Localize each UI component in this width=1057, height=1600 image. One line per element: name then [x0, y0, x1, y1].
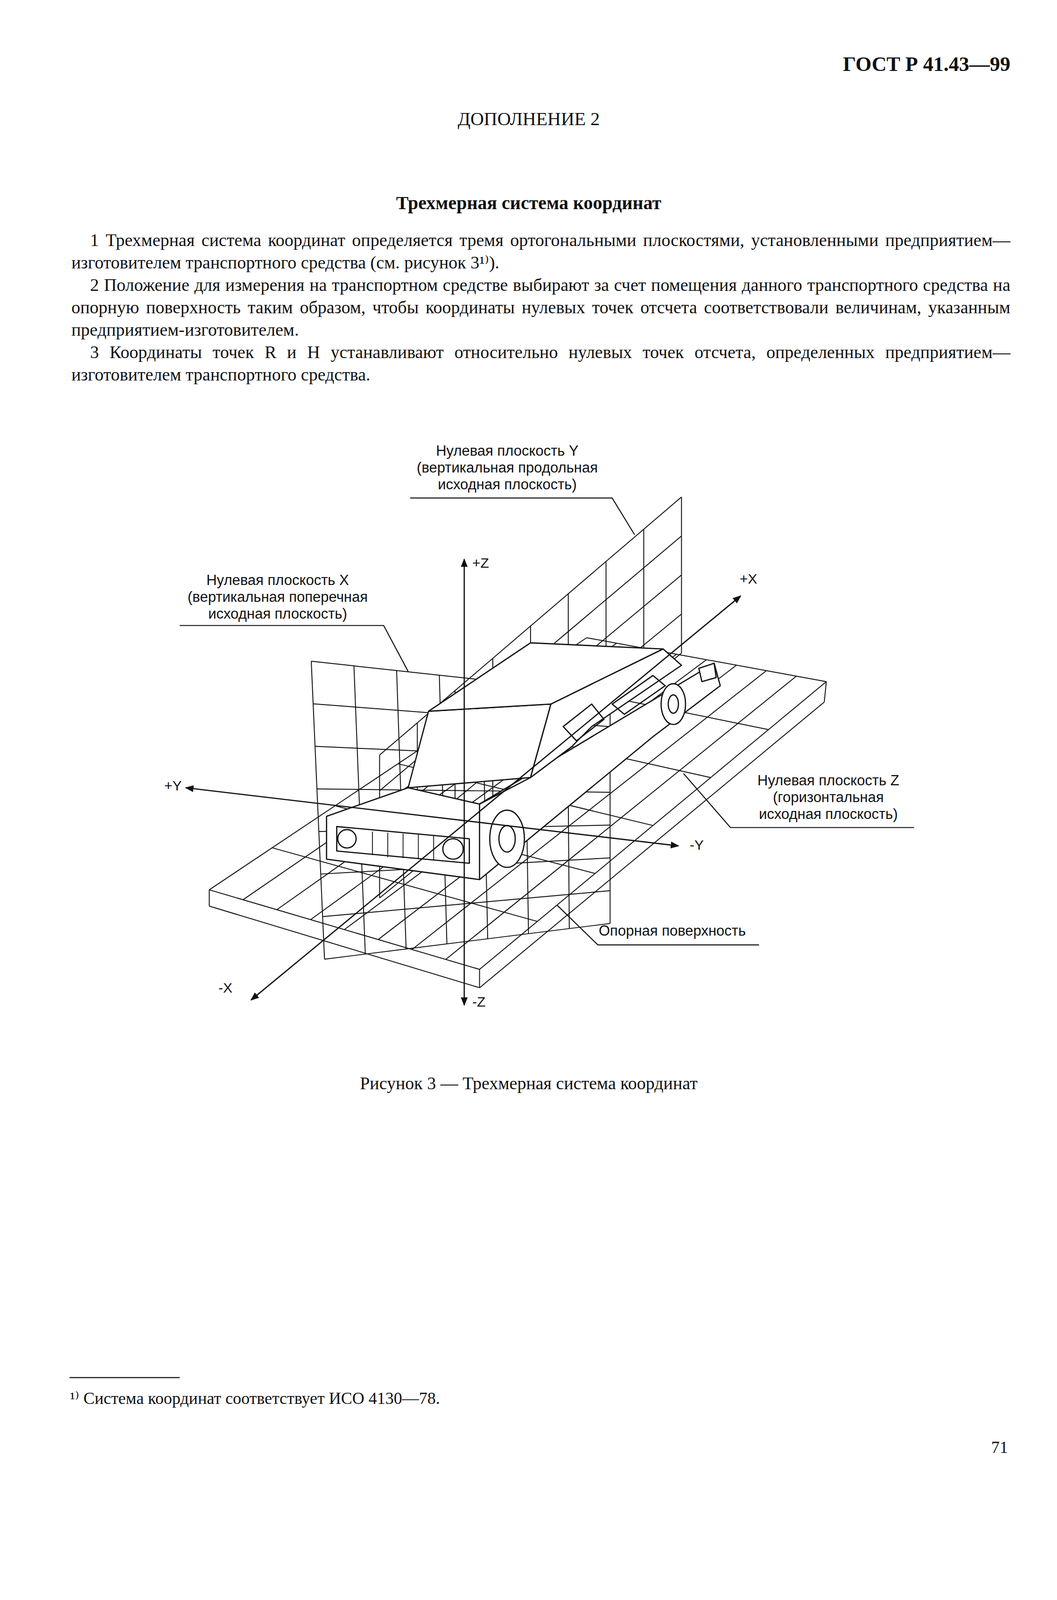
header-code: ГОСТ Р 41.43—99	[730, 52, 1011, 77]
grid-line	[379, 535, 682, 791]
body-paragraph: 1 Трехмерная система координат определяе…	[71, 228, 1011, 274]
body-paragraph: 3 Координаты точек R и H устанавливают о…	[71, 340, 1011, 386]
plane-label: Нулевая плоскость Z (горизонтальная исхо…	[744, 771, 913, 823]
footnote: ¹⁾ Система координат соответствует ИСО 4…	[70, 1388, 817, 1408]
axis-label: +Z	[472, 554, 510, 571]
section-title: Трехмерная система координат	[248, 192, 809, 214]
grid-line	[479, 968, 481, 987]
plane-grids	[209, 496, 826, 987]
surface-label: Опорная поверхность	[598, 922, 777, 939]
grid-line	[209, 905, 480, 988]
appendix-heading: ДОПОЛНЕНИЕ 2	[342, 108, 716, 130]
axis-label: +X	[739, 570, 777, 587]
page-number: 71	[961, 1437, 1008, 1457]
axis-label: +Y	[164, 777, 202, 794]
axis-label: -Y	[689, 836, 728, 853]
grid-line	[324, 923, 610, 959]
grid-line	[209, 889, 480, 969]
grid-line	[322, 890, 610, 917]
plane-label: Нулевая плоскость Y (вертикальная продол…	[399, 442, 615, 493]
axis-label: -X	[218, 979, 252, 996]
leader-lines	[69, 497, 915, 1378]
plane-label: Нулевая плоскость X (вертикальная попере…	[170, 571, 385, 623]
figure-caption: Рисунок 3 — Трехмерная система координат	[248, 1072, 809, 1093]
grid-line	[208, 889, 210, 906]
body-paragraph: 2 Положение для измерения на транспортно…	[71, 273, 1011, 341]
grid-line	[824, 681, 826, 702]
grid-line	[311, 660, 325, 959]
axis-label: -Z	[472, 993, 505, 1010]
